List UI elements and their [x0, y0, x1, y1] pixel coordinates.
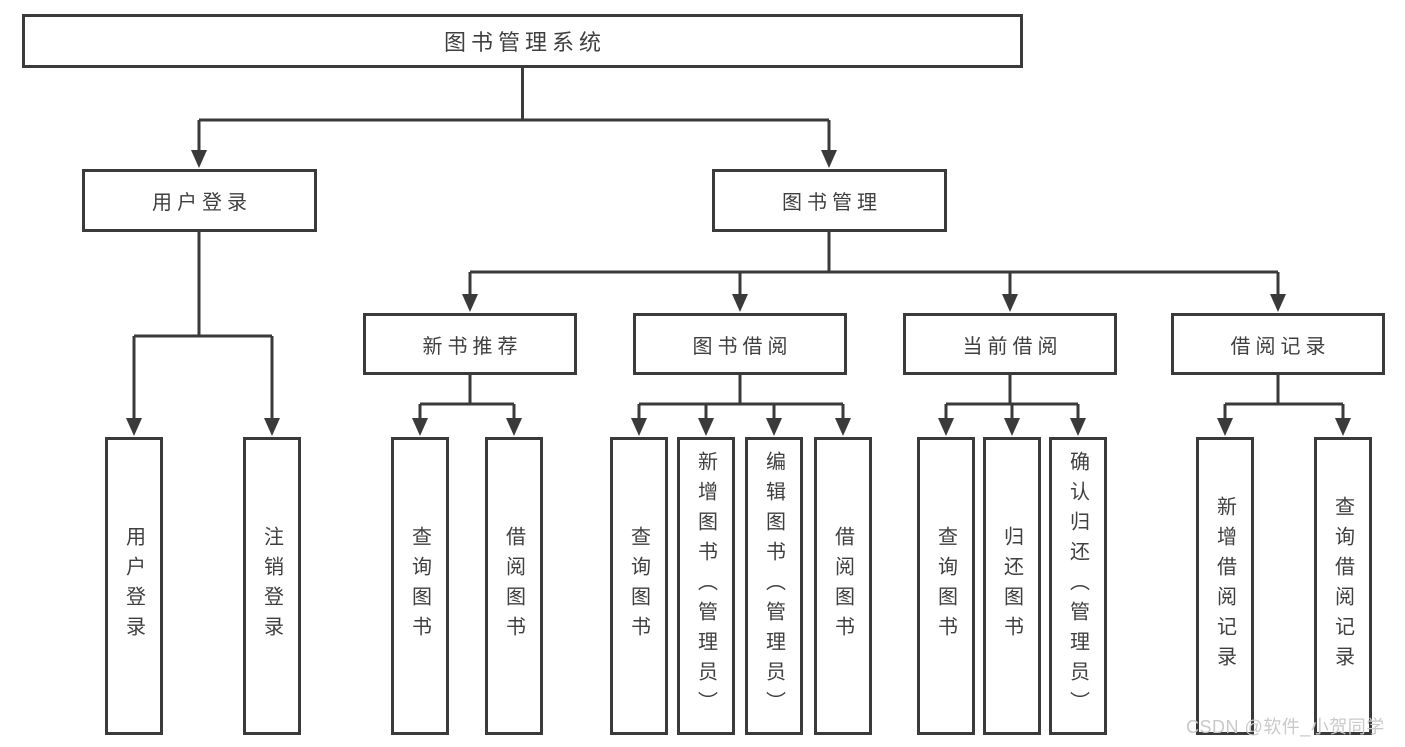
node-leaf-user-login: 用户登录	[105, 437, 163, 735]
node-leaf-br-query-record: 查询借阅记录	[1314, 437, 1372, 735]
node-leaf-logout: 注销登录	[243, 437, 301, 735]
node-leaf-cb-return-books: 归还图书	[983, 437, 1041, 735]
csdn-watermark: CSDN @软件_小贺同学	[1186, 717, 1385, 737]
node-root: 图书管理系统	[22, 14, 1023, 68]
connector-new-book-recommend-to-leaves	[412, 375, 522, 436]
node-label: 借阅图书	[831, 526, 854, 646]
node-leaf-bb-edit-books-admin: 编辑图书（管理员）	[745, 437, 803, 735]
node-label: 查询图书	[408, 526, 431, 646]
node-leaf-bb-add-books-admin: 新增图书（管理员）	[677, 437, 735, 735]
node-label: 查询图书	[627, 526, 650, 646]
node-leaf-bb-borrow-books: 借阅图书	[814, 437, 872, 735]
node-leaf-br-add-record: 新增借阅记录	[1196, 437, 1254, 735]
connector-borrow-records-to-leaves	[1217, 375, 1351, 436]
node-leaf-nb-borrow-books: 借阅图书	[485, 437, 543, 735]
node-book-management: 图书管理	[712, 169, 947, 232]
node-label: 借阅图书	[502, 526, 525, 646]
node-label: 用户登录	[122, 526, 145, 646]
node-label: 图书管理系统	[443, 30, 606, 55]
node-borrow-records: 借阅记录	[1171, 313, 1385, 375]
connector-current-borrow-to-leaves	[938, 375, 1086, 436]
node-user-login: 用户登录	[82, 169, 317, 232]
node-label: 用户登录	[152, 192, 252, 214]
node-label: 新增借阅记录	[1213, 496, 1236, 676]
node-leaf-cb-query-books: 查询图书	[917, 437, 975, 735]
connector-root-to-level2	[191, 68, 837, 168]
node-label: 归还图书	[1000, 526, 1023, 646]
connector-book-management-to-level3	[462, 232, 1286, 312]
node-label: 查询图书	[934, 526, 957, 646]
node-label: 当前借阅	[962, 335, 1063, 358]
node-label: 确认归还（管理员）	[1066, 451, 1089, 721]
node-leaf-nb-query-books: 查询图书	[391, 437, 449, 735]
connector-book-borrow-to-leaves	[631, 375, 851, 436]
node-new-book-recommend: 新书推荐	[363, 313, 577, 375]
node-label: 借阅记录	[1230, 335, 1331, 358]
node-label: 查询借阅记录	[1331, 496, 1354, 676]
node-leaf-bb-query-books: 查询图书	[610, 437, 668, 735]
node-label: 新增图书（管理员）	[694, 451, 717, 721]
node-label: 新书推荐	[422, 335, 523, 358]
node-label: 注销登录	[260, 526, 283, 646]
node-label: 编辑图书（管理员）	[762, 451, 785, 721]
connector-user-login-to-leaves	[126, 232, 280, 436]
node-label: 图书借阅	[692, 335, 793, 358]
node-leaf-cb-confirm-return-admin: 确认归还（管理员）	[1049, 437, 1107, 735]
node-book-borrow: 图书借阅	[633, 313, 847, 375]
node-current-borrow: 当前借阅	[903, 313, 1117, 375]
node-label: 图书管理	[782, 192, 882, 214]
